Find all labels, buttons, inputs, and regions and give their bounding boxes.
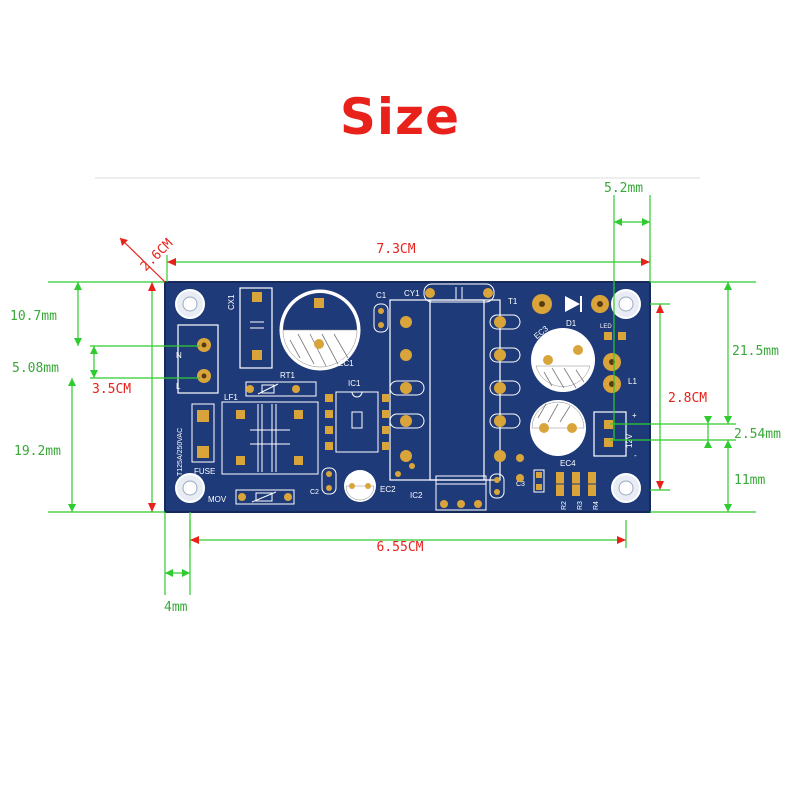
pcb-board: N L CX1 EC1 xyxy=(164,281,651,513)
component-ec4: EC4 xyxy=(530,400,586,468)
label-d1: D1 xyxy=(566,319,577,328)
component-ec1: EC1 xyxy=(279,289,361,371)
component-c2: C2 xyxy=(310,467,337,496)
label-minus: - xyxy=(634,451,637,460)
component-ic1: IC1 xyxy=(325,379,390,453)
dim-left-pitch: 5.08mm xyxy=(12,361,59,376)
component-led: LED xyxy=(600,324,626,340)
component-fuse: T125A/250VAC FUSE xyxy=(177,403,215,476)
dim-right-pitch: 2.54mm xyxy=(734,427,781,442)
component-cy1: CY1 xyxy=(404,283,495,303)
component-t1: T1 xyxy=(389,297,521,481)
label-ec2: EC2 xyxy=(380,485,396,494)
component-lf1: LF1 xyxy=(221,393,319,475)
label-fuse-rating: T125A/250VAC xyxy=(177,428,184,476)
dimension-lines xyxy=(48,195,756,595)
dim-top-width: 7.3CM xyxy=(376,242,415,257)
label-fuse: FUSE xyxy=(194,467,215,476)
dim-left-bottom: 19.2mm xyxy=(14,444,61,459)
dim-right-top: 21.5mm xyxy=(732,344,779,359)
label-r4: R4 xyxy=(593,501,600,510)
label-ec1: EC1 xyxy=(338,359,354,368)
vias xyxy=(395,454,524,482)
label-n: N xyxy=(176,351,182,360)
dim-bottom-width: 6.55CM xyxy=(377,540,424,555)
label-mov: MOV xyxy=(208,495,227,504)
label-rt1: RT1 xyxy=(280,371,296,380)
label-c2: C2 xyxy=(310,489,319,496)
label-c3: C3 xyxy=(516,481,525,488)
input-terminal: N L xyxy=(176,324,219,394)
dim-height-left: 3.5CM xyxy=(92,382,131,397)
component-c3: C3 xyxy=(489,473,525,499)
component-ic2: IC2 xyxy=(410,475,487,511)
mount-hole-top-right xyxy=(611,289,641,319)
label-ic1: IC1 xyxy=(348,379,361,388)
label-plus: + xyxy=(632,411,637,420)
label-cx1: CX1 xyxy=(227,294,236,310)
component-small-cap xyxy=(533,469,545,493)
arrowheads xyxy=(148,258,664,544)
dim-left-top: 10.7mm xyxy=(10,309,57,324)
label-l: L xyxy=(176,382,181,391)
label-r2: R2 xyxy=(561,501,568,510)
mount-hole-top-left xyxy=(175,289,205,319)
mount-hole-bottom-left xyxy=(175,473,205,503)
component-d1: D1 xyxy=(532,294,609,328)
arrowheads-green xyxy=(68,218,732,577)
label-ec4: EC4 xyxy=(560,459,576,468)
label-c1: C1 xyxy=(376,291,387,300)
label-lf1: LF1 xyxy=(224,393,238,402)
component-mov: MOV xyxy=(208,489,295,505)
component-cx1: CX1 xyxy=(227,287,273,369)
dim-hole-diag: 2.6CM xyxy=(138,236,176,274)
component-rt1: RT1 xyxy=(245,371,317,397)
mount-hole-bottom-right xyxy=(611,473,641,503)
resistors-r2-r4: R2 R3 R4 xyxy=(556,472,600,510)
label-t1: T1 xyxy=(508,297,518,306)
component-l1: L1 xyxy=(603,353,637,393)
diagonal-dim xyxy=(119,237,166,283)
dim-height-right: 2.8CM xyxy=(668,391,707,406)
page-title: Size xyxy=(339,88,461,146)
label-l1: L1 xyxy=(628,377,637,386)
component-c1: C1 xyxy=(373,291,389,333)
component-ec2: EC2 xyxy=(344,470,396,502)
label-ic2: IC2 xyxy=(410,491,423,500)
label-led: LED xyxy=(600,324,612,330)
dim-right-bottom: 11mm xyxy=(734,473,765,488)
label-r3: R3 xyxy=(577,501,584,510)
label-cy1: CY1 xyxy=(404,289,420,298)
dim-hole-right-offset: 5.2mm xyxy=(604,181,643,196)
dim-left-hole-offset: 4mm xyxy=(164,600,188,615)
